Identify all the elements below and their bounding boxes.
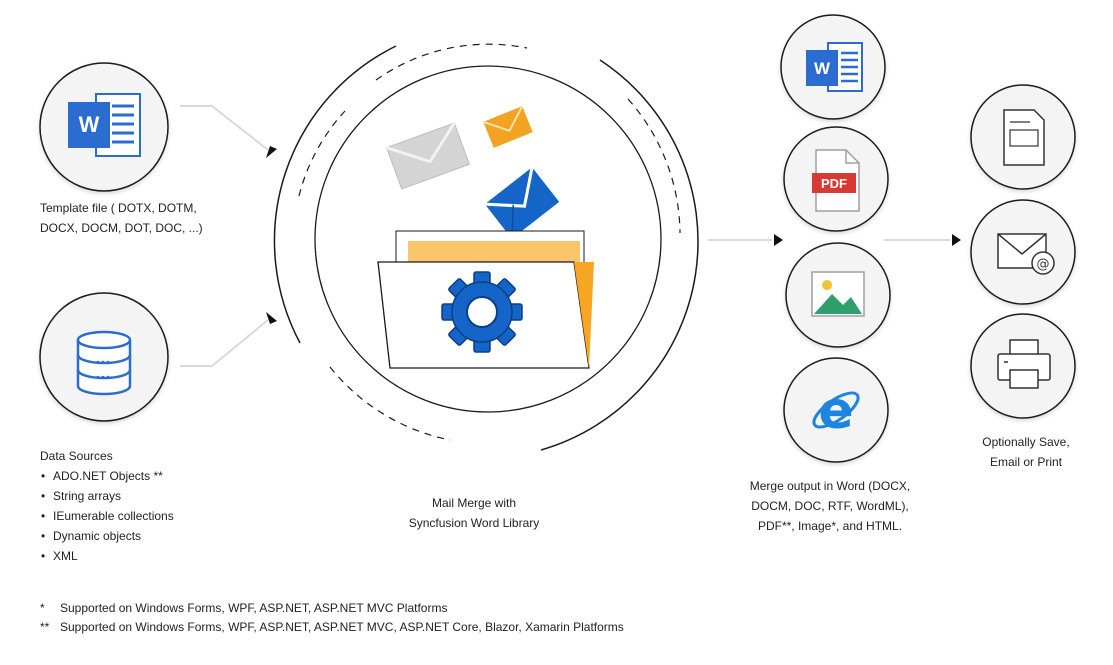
template-file-label: Template file ( DOTX, DOTM, DOCX, DOCM, … [40, 198, 203, 238]
connector-arrowheads [266, 146, 961, 324]
data-sources-label: Data Sources ADO.NET Objects ** String a… [40, 446, 174, 566]
pdf-label: PDF [821, 176, 847, 191]
template-connector [180, 105, 269, 151]
footnote-text: Supported on Windows Forms, WPF, ASP.NET… [60, 601, 448, 615]
ie-html-output-icon: e [783, 357, 889, 463]
email-icon: @ [970, 199, 1076, 305]
footnote-double-star: ** Supported on Windows Forms, WPF, ASP.N… [40, 618, 624, 636]
printer-icon [970, 313, 1076, 419]
orange-envelope-icon [482, 105, 533, 148]
save-arrowhead [952, 234, 961, 246]
document-save-icon [970, 84, 1076, 190]
blue-envelope-icon [484, 166, 560, 239]
template-file-line-1: Template file ( DOTX, DOTM, [40, 201, 197, 215]
central-process [273, 43, 699, 451]
word-output-icon: W [780, 14, 886, 120]
template-word-letter: W [79, 112, 100, 137]
data-source-item: String arrays [40, 486, 174, 506]
save-email-print-label: Optionally Save, Email or Print [966, 432, 1086, 472]
folder-front-edge [574, 262, 594, 368]
mail-merge-label: Mail Merge with Syncfusion Word Library [376, 493, 572, 533]
connectors [180, 105, 950, 367]
output-arrowhead [774, 234, 783, 246]
gear-icon [441, 271, 523, 353]
outer-arc-dashed-right [627, 98, 681, 234]
mail-merge-line-2: Syncfusion Word Library [408, 516, 540, 530]
data-sources-title: Data Sources [40, 449, 113, 463]
outer-arc-left [273, 45, 397, 344]
outer-arc-dashed-bottom [329, 366, 451, 441]
save-line-2: Email or Print [989, 455, 1063, 469]
pdf-output-icon: PDF [783, 126, 889, 232]
data-source-item: ADO.NET Objects ** [40, 466, 174, 486]
image-output-icon [785, 242, 891, 348]
merge-output-label: Merge output in Word (DOCX, DOCM, DOC, R… [728, 476, 932, 536]
merge-output-line-2: DOCM, DOC, RTF, WordML), [751, 499, 909, 513]
template-file-icon: W [39, 62, 169, 192]
footnote-mark: * [40, 601, 45, 615]
data-source-item: Dynamic objects [40, 526, 174, 546]
datasource-arrowhead [266, 312, 277, 324]
template-arrowhead [266, 146, 277, 158]
folder-back-lip [408, 241, 580, 262]
ie-letter: e [818, 381, 853, 441]
gray-envelope-icon [386, 122, 470, 190]
mail-merge-line-1: Mail Merge with [431, 496, 517, 510]
datasource-connector [180, 319, 269, 367]
template-file-line-2: DOCX, DOCM, DOT, DOC, ...) [40, 221, 203, 235]
outer-arc-right [540, 59, 699, 451]
merge-output-line-1: Merge output in Word (DOCX, [749, 479, 911, 493]
data-source-item: XML [40, 546, 174, 566]
database-icon [39, 292, 169, 422]
footnote-text: Supported on Windows Forms, WPF, ASP.NET… [60, 620, 624, 634]
at-sign-icon: @ [1037, 257, 1050, 272]
merge-output-line-3: PDF**, Image*, and HTML. [757, 519, 903, 533]
footnote-single-star: * Supported on Windows Forms, WPF, ASP.NE… [40, 599, 447, 617]
output-word-letter: W [814, 59, 831, 78]
data-source-item: IEumerable collections [40, 506, 174, 526]
central-circle [314, 65, 662, 413]
footnote-mark: ** [40, 620, 50, 634]
data-sources-list: ADO.NET Objects ** String arrays IEumera… [40, 466, 174, 566]
save-line-1: Optionally Save, [982, 435, 1070, 449]
outer-arc-dashed-top [375, 43, 528, 81]
